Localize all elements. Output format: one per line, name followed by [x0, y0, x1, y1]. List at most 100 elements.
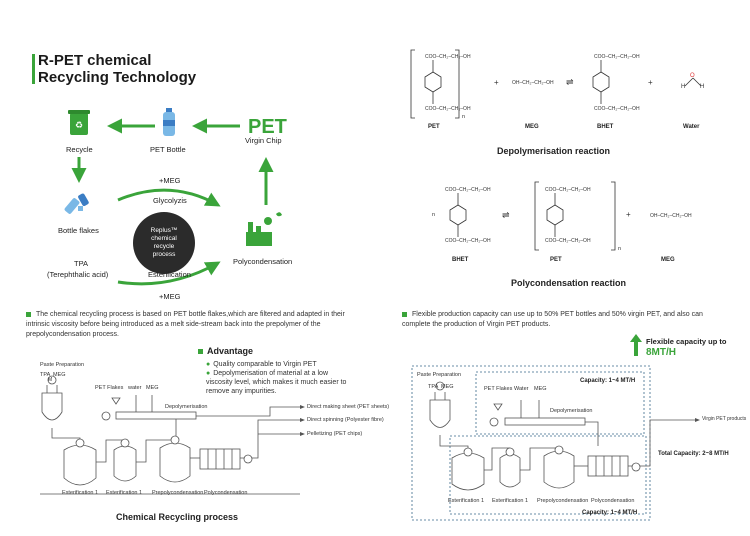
bhet-chain-bottom: COO–CH₂–CH₂–OH	[594, 106, 640, 112]
pet-chain-top: COO–CH₂–CH₂–OH	[425, 54, 471, 60]
n-subscript: n	[618, 246, 622, 252]
esterification-1b-label: Esterification 1	[106, 490, 143, 496]
tpa-input-label: TPA	[40, 372, 51, 378]
capacity-bottom-label: Capacity: 1~4 MT/H	[582, 510, 638, 516]
depolymerisation-unit	[115, 411, 197, 420]
left-process-caption: Chemical Recycling process	[116, 512, 239, 522]
bullet-square	[402, 311, 407, 317]
polycondensation-reactor	[199, 448, 241, 470]
right-description: Flexible production capacity can use up …	[402, 310, 732, 330]
tpa-label: TPA	[74, 259, 89, 268]
water-right-label: Water	[514, 386, 529, 392]
capacity-top-label: Capacity: 1~4 MT/H	[580, 378, 636, 384]
meg-right-label: MEG	[441, 384, 454, 390]
polycondensation-right-label: Polycondensation	[591, 498, 635, 504]
prepolycondensation-right-label: Prepolycondensation	[537, 498, 589, 504]
cycle-diagram: ♻	[64, 108, 282, 286]
pet-chain-bottom: COO–CH₂–CH₂–OH	[425, 106, 471, 112]
motor-icon-right	[435, 381, 641, 472]
title-accent-bar	[32, 54, 35, 84]
circle-line-3: recycle	[153, 243, 175, 250]
esterification-right-2-label: Esterification 1	[492, 498, 529, 504]
pet-flakes-label: PET Flakes	[95, 385, 124, 391]
glycolyzis-label: Glycolyzis	[153, 196, 187, 205]
pet2-chain-bottom: COO–CH₂–CH₂–OH	[545, 238, 591, 244]
prepolycondensation-tank-right	[543, 450, 575, 489]
motor-label: M	[48, 377, 53, 383]
total-capacity-label: Total Capacity: 2~8 MT/H	[658, 451, 729, 457]
flex-capacity-line2: 8MT/H	[646, 347, 676, 358]
replus-process-circle: Replus™ chemical recycle process	[133, 212, 195, 274]
bottom-capacity-frame	[449, 435, 647, 515]
left-process-flow	[40, 375, 305, 495]
esterification-tank-2	[113, 445, 137, 482]
meg-top-label: +MEG	[159, 176, 181, 185]
output-chips-label: Pelletizing (PET chips)	[307, 431, 363, 437]
depolymerisation-caption: Depolymerisation reaction	[497, 146, 611, 156]
advantage-title: Advantage	[207, 346, 254, 356]
recycle-bin-icon: ♻	[68, 110, 90, 135]
water-hydrogen-right: H	[700, 84, 705, 90]
meg-formula: OH–CH₂–CH₂–OH	[512, 80, 554, 86]
output-sheets-label: Direct making sheet (PET sheets)	[307, 404, 390, 410]
top-capacity-frame	[475, 371, 645, 435]
label-pet: PET	[428, 124, 440, 130]
meg-bottom-label: +MEG	[159, 292, 181, 301]
left-description-text: The chemical recycling process is based …	[26, 311, 345, 338]
n-subscript: n	[462, 114, 466, 120]
tpa-right-label: TPA	[428, 384, 439, 390]
label-bhet-2: BHET	[452, 257, 469, 263]
title-line-2: Recycling Technology	[38, 69, 197, 86]
label-bhet: BHET	[597, 124, 614, 130]
virgin-chip-label: Virgin Chip	[245, 136, 282, 145]
virgin-products-label: Virgin PET products	[702, 416, 747, 422]
circle-line-2: chemical	[151, 235, 177, 242]
paste-preparation-label: Paste Preparation	[40, 362, 85, 368]
advantage-bullet	[198, 349, 203, 355]
bottle-flakes-label: Bottle flakes	[58, 226, 99, 235]
water-hydrogen-left: H	[681, 84, 686, 90]
polycondensation-step-label: Polycondensation	[204, 490, 248, 496]
title-line-1: R-PET chemical	[38, 52, 152, 69]
paste-preparation-right-label: Paste Preparation	[417, 372, 462, 378]
esterification-tank-right-2	[499, 453, 521, 488]
plus-sign: +	[494, 78, 499, 87]
circle-line-1: Replus™	[150, 227, 178, 234]
esterification-1-label: Esterification 1	[62, 490, 99, 496]
paste-prep-tank-right	[429, 399, 451, 428]
advantage-box: Advantage ●Quality comparable to Virgin …	[198, 346, 348, 396]
motor-icon	[47, 375, 253, 464]
depolymerisation-unit-right	[504, 417, 586, 426]
esterification-label: Esterification	[148, 270, 191, 279]
pet-flakes-right-label: PET Flakes	[484, 386, 513, 392]
polycondensation-label: Polycondensation	[233, 257, 293, 266]
bhet-chain-top: COO–CH₂–CH₂–OH	[594, 54, 640, 60]
meg2-formula: OH–CH₂–CH₂–OH	[650, 213, 692, 219]
prepolycondensation-label: Prepolycondensation	[152, 490, 204, 496]
label-meg-2: MEG	[661, 257, 675, 263]
bottle-flakes-icon	[64, 193, 89, 214]
pet-bottle-label: PET Bottle	[150, 145, 186, 154]
arrow-glycolyzis	[117, 188, 221, 207]
n-subscript: n	[432, 212, 436, 218]
arrow-esterification	[117, 261, 221, 286]
right-description-text: Flexible production capacity can use up …	[402, 311, 703, 328]
water-label: water	[128, 385, 142, 391]
equilibrium-arrow: ⇌	[566, 77, 574, 87]
prepolycondensation-tank	[159, 442, 191, 483]
bhet2-chain-top: COO–CH₂–CH₂–OH	[445, 187, 491, 193]
meg2-right-label: MEG	[534, 386, 547, 392]
polycondensation-reactor-right	[587, 455, 629, 477]
recycle-label: Recycle	[66, 145, 93, 154]
depolymerisation-label: Depolymerisation	[165, 404, 208, 410]
plus-sign: +	[626, 210, 631, 219]
depolymerisation-right-label: Depolymerisation	[550, 408, 593, 414]
plus-sign: +	[648, 78, 653, 87]
bullet-square	[26, 311, 31, 317]
equilibrium-arrow: ⇌	[502, 210, 510, 220]
label-pet-2: PET	[550, 257, 562, 263]
svg-text:♻: ♻	[75, 120, 83, 130]
polycondensation-caption: Polycondensation reaction	[511, 278, 627, 288]
paste-prep-tank	[41, 392, 63, 421]
